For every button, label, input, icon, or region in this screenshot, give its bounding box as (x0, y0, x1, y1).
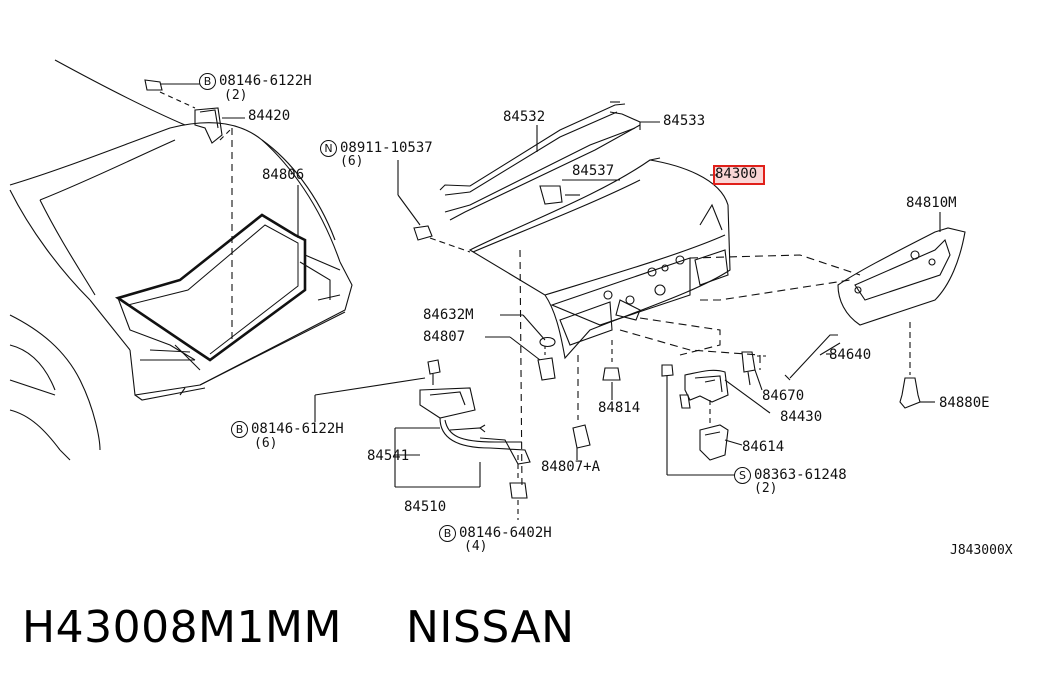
label-84537: 84537 (572, 163, 615, 179)
nut-code-top: 08911-10537 (340, 140, 433, 156)
label-84880e: 84880E (939, 395, 990, 411)
label-84300: 84300 (715, 166, 758, 182)
bolt-qty-left: (6) (254, 436, 278, 451)
screw-symbol-right: S (734, 467, 751, 484)
diagram-reference-code: J843000X (950, 543, 1013, 558)
label-84510: 84510 (404, 499, 447, 515)
hinge-top (144, 79, 245, 345)
bumper-stop (899, 377, 935, 409)
label-84430: 84430 (780, 409, 823, 425)
trunk-garnish (837, 212, 966, 375)
trunk-lid (468, 157, 731, 360)
selected-part-highlight (713, 165, 765, 185)
label-84806: 84806 (262, 167, 305, 183)
car-body (9, 59, 353, 461)
hinge-assembly (314, 359, 531, 520)
part-number: H43008M1MM (22, 602, 342, 653)
bolt-symbol-top: B (199, 73, 216, 90)
brand-name: NISSAN (406, 602, 575, 653)
label-84533: 84533 (663, 113, 706, 129)
label-84810m: 84810M (906, 195, 957, 211)
label-84614: 84614 (742, 439, 785, 455)
lock-assembly (661, 351, 771, 476)
nut-clip (397, 160, 471, 253)
label-84807a: 84807+A (541, 459, 601, 475)
label-84632m: 84632M (423, 307, 474, 323)
bolt-code-top: 08146-6122H (219, 73, 312, 89)
bolt-symbol-bottom: B (439, 525, 456, 542)
clip-84814 (602, 340, 621, 400)
bolt-code-bottom: 08146-6402H (459, 525, 552, 541)
screw-code-right: 08363-61248 (754, 467, 847, 483)
label-84814: 84814 (598, 400, 641, 416)
nut-symbol-top: N (320, 140, 337, 157)
bolt-qty-top: (2) (224, 88, 248, 103)
exploded-view-drawing (9, 59, 966, 520)
label-84807: 84807 (423, 329, 466, 345)
screw-qty-right: (2) (754, 481, 778, 496)
bolt-qty-bottom: (4) (464, 539, 488, 554)
bolt-code-left: 08146-6122H (251, 421, 344, 437)
bolt-symbol-left: B (231, 421, 248, 438)
opener-rod (784, 334, 841, 381)
label-84420: 84420 (248, 108, 291, 124)
label-84670: 84670 (762, 388, 805, 404)
nut-qty-top: (6) (340, 154, 364, 169)
bumper-84807a (572, 355, 591, 460)
release-cable (439, 101, 660, 221)
lower-left-parts (485, 249, 556, 491)
label-84541: 84541 (367, 448, 410, 464)
label-84640: 84640 (829, 347, 872, 363)
label-84532: 84532 (503, 109, 546, 125)
parts-diagram: 84420 84806 84532 84533 84537 84300 8481… (9, 59, 1013, 558)
